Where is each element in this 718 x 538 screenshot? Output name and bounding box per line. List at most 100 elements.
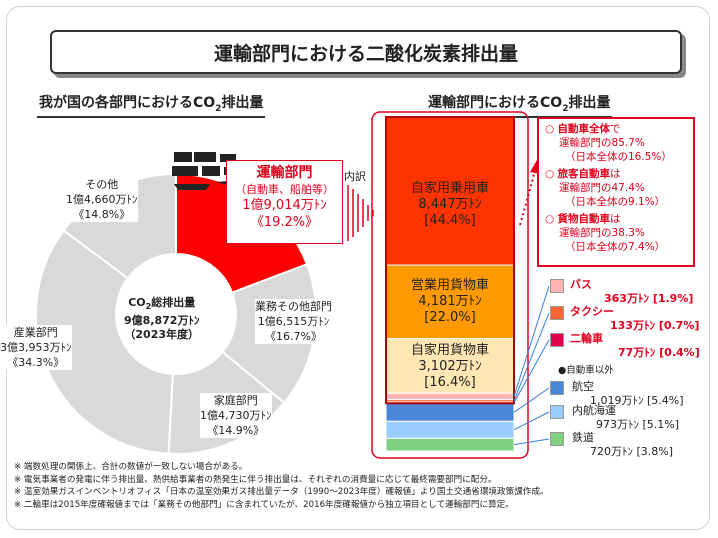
bar-segment-1: [385, 264, 515, 340]
legend-bus-name: バス: [570, 278, 592, 291]
legend-shipping-name: 内航海運: [572, 404, 616, 417]
legend-taxi-value: 133万ﾄﾝ: [610, 319, 655, 332]
bar-label-private-truck: 自家用貨物車 3,102万ﾄﾝ [16.4%]: [390, 343, 510, 391]
legend-swatch-rail: [550, 432, 564, 446]
bar-label-private-car: 自家用乗用車 8,447万ﾄﾝ [44.4%]: [390, 181, 510, 229]
callout-freight-head: 貨物自動車: [557, 213, 611, 225]
sector-business-name: 業務その他部門: [255, 300, 332, 313]
left-heading-prefix: 我が国の各部門におけるCO: [39, 95, 216, 111]
page-title-text: 運輸部門における二酸化炭素排出量: [213, 42, 518, 65]
leader-line-7: [513, 411, 550, 431]
legend-aviation-value: 1,019万ﾄﾝ: [590, 394, 644, 407]
sector-other-pct: 《14.8%》: [73, 208, 131, 221]
center-line1-b: 総排出量: [151, 296, 196, 309]
leader-line-6: [513, 387, 550, 413]
footnote-1: ※ 端数処理の関係上、合計の数値が一致しない場合がある。: [14, 462, 248, 472]
sector-industry-value: 3億3,953万ﾄﾝ: [0, 341, 72, 354]
bar-private-car-name: 自家用乗用車: [410, 181, 489, 196]
legend-rail-pct: [3.8%]: [636, 445, 674, 458]
center-line1: CO2総排出量: [124, 296, 199, 314]
footnote-4: ※ 二輪車は2015年度確報値までは「業務その他部門」に含まれていたが、2016…: [14, 499, 514, 510]
callout-item-freight: ○ 貨物自動車は 運輸部門の38.3% （日本全体の7.4%）: [545, 212, 687, 254]
page-title: 運輸部門における二酸化炭素排出量: [50, 30, 682, 74]
sector-household-value: 1億4,730万ﾄﾝ: [200, 409, 272, 422]
slide-frame: [6, 6, 710, 530]
non-automobile-label: ●自動車以外: [558, 365, 614, 376]
legend-taxi-name: タクシー: [570, 305, 614, 318]
legend-aviation-name: 航空: [572, 380, 594, 393]
footnote-3: ※ 温室効果ガスインベントリオフィス「日本の温室効果ガス排出量データ（1990～…: [14, 487, 549, 497]
automobile-share-callout: ○ 自動車全体で 運輸部門の85.7% （日本全体の16.5%） ○ 旅客自動車…: [537, 117, 695, 267]
center-line1-sub: 2: [145, 302, 152, 312]
transport-sector-box: 運輸部門 （自動車、船舶等） 1億9,014万ﾄﾝ 《19.2%》: [226, 160, 343, 244]
legend-shipping-value: 973万ﾄﾝ: [596, 418, 639, 431]
bar-segment-6: [385, 402, 515, 422]
sector-industry-name: 産業部門: [13, 326, 58, 339]
callout-arrow: [519, 169, 536, 226]
left-heading: 我が国の各部門におけるCO2排出量: [37, 92, 266, 118]
right-heading-prefix: 運輸部門におけるCO: [428, 95, 563, 111]
bar-segment-8: [385, 437, 515, 452]
sector-business-pct: 《16.7%》: [265, 330, 322, 343]
bar-commercial-truck-name: 営業用貨物車: [410, 278, 489, 293]
legend-aviation-values: 1,019万ﾄﾝ [5.4%]: [590, 392, 684, 408]
legend-bus-values: 363万ﾄﾝ [1.9%]: [604, 290, 693, 306]
breakdown-label: 内訳: [344, 170, 366, 183]
bar-private-truck-pct: [16.4%]: [424, 375, 476, 390]
legend-shipping-values: 973万ﾄﾝ [5.1%]: [596, 416, 679, 432]
callout-all-head: 自動車全体: [557, 123, 611, 135]
sector-label-industry: 産業部門 3億3,953万ﾄﾝ 《34.3%》: [0, 325, 72, 370]
bar-segment-3: [385, 392, 515, 401]
transport-box-title: 運輸部門: [256, 165, 313, 181]
sector-household-pct: 《14.9%》: [207, 424, 265, 437]
transport-box-value: 1億9,014万ﾄﾝ: [242, 198, 327, 213]
bar-private-truck-name: 自家用貨物車: [410, 343, 489, 358]
right-heading-suffix: 排出量: [568, 95, 611, 111]
sector-business-value: 1億6,515万ﾄﾝ: [257, 315, 330, 328]
breakdown-arrow-icon: [347, 185, 374, 241]
center-line2: 9億8,872万ﾄﾝ: [124, 314, 200, 328]
callout-passenger-tail: は: [610, 168, 621, 180]
callout-freight-l3: （日本全体の7.4%）: [565, 241, 666, 253]
callout-all-l2: 運輸部門の85.7%: [559, 137, 645, 149]
legend-swatch-shipping: [550, 405, 564, 419]
center-line1-a: CO: [128, 296, 146, 309]
legend-rail-values: 720万ﾄﾝ [3.8%]: [590, 443, 673, 459]
callout-all-l3: （日本全体の16.5%）: [565, 151, 672, 163]
bar-commercial-truck-value: 4,181万ﾄﾝ: [418, 294, 482, 309]
sector-other-name: その他: [85, 178, 119, 191]
legend-bus-value: 363万ﾄﾝ: [604, 292, 649, 305]
bar-segment-7: [385, 420, 515, 439]
left-heading-sub: 2: [215, 103, 222, 114]
legend-motorcycle-values: 77万ﾄﾝ [0.4%]: [618, 344, 700, 360]
callout-freight-line1: ○ 貨物自動車は: [545, 213, 621, 225]
leader-line-4: [513, 312, 550, 401]
sector-label-business: 業務その他部門 1億6,515万ﾄﾝ 《16.7%》: [255, 299, 332, 344]
sector-label-household: 家庭部門 1億4,730万ﾄﾝ 《14.9%》: [200, 393, 272, 438]
callout-freight-tail: は: [610, 213, 621, 225]
legend-bus-pct: [1.9%]: [652, 292, 694, 305]
sector-other-value: 1億4,660万ﾄﾝ: [66, 193, 138, 206]
automobile-outline: [385, 116, 515, 405]
sector-household-name: 家庭部門: [213, 394, 258, 407]
legend-swatch-bus: [550, 279, 564, 293]
footnotes: ※ 端数処理の関係上、合計の数値が一致しない場合がある。 ※ 電気事業者の発電に…: [14, 461, 549, 511]
leader-line-3: [513, 285, 550, 397]
legend-swatch-taxi: [550, 306, 564, 320]
callout-passenger-line1: ○ 旅客自動車は: [545, 168, 621, 180]
center-line3: （2023年度）: [124, 328, 200, 342]
callout-all-tail: で: [610, 123, 621, 135]
bar-private-car-value: 8,447万ﾄﾝ: [418, 197, 482, 212]
legend-motorcycle-name: 二輪車: [570, 332, 603, 345]
legend-aviation-pct: [5.4%]: [647, 394, 684, 407]
legend-taxi-pct: [0.7%]: [658, 319, 700, 332]
callout-passenger-l2: 運輸部門の47.4%: [559, 182, 645, 194]
bar-frame: [371, 111, 529, 459]
sector-industry-pct: 《34.3%》: [7, 356, 65, 369]
callout-all-line1: ○ 自動車全体で: [545, 123, 621, 135]
leader-line-8: [513, 438, 550, 446]
callout-passenger-head: 旅客自動車: [557, 168, 611, 180]
legend-shipping-pct: [5.1%]: [642, 418, 680, 431]
donut-slice-3: [35, 228, 174, 455]
